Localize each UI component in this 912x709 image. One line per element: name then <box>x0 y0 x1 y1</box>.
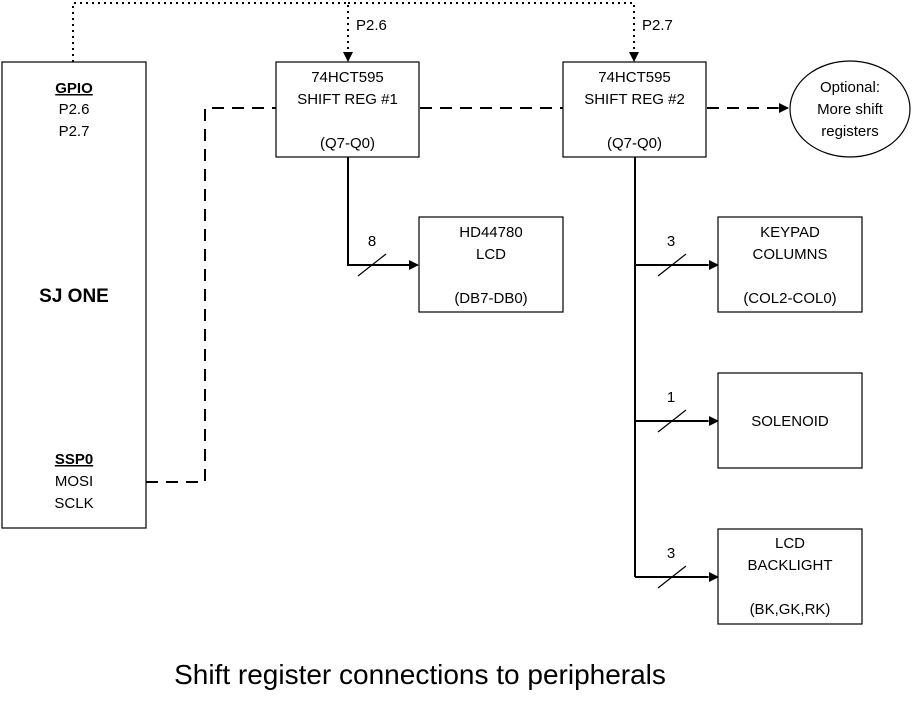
keypad-block: KEYPAD COLUMNS (COL2-COL0) <box>717 216 863 313</box>
shift-reg-2-title: SHIFT REG #2 <box>584 91 685 108</box>
signal-label-p26: P2.6 <box>356 17 387 34</box>
solenoid-bus-width: 1 <box>667 389 675 406</box>
board-name: SJ ONE <box>39 286 109 307</box>
lcd-pins: (DB7-DB0) <box>454 290 527 307</box>
backlight-bus-width: 3 <box>667 545 675 562</box>
ssp-pin-sclk: SCLK <box>54 495 93 512</box>
gpio-pin-p27: P2.7 <box>59 123 90 140</box>
backlight-title-1: LCD <box>775 535 805 552</box>
backlight-bus-slash <box>657 565 687 589</box>
optional-line-2: More shift <box>817 101 884 118</box>
solenoid-block: SOLENOID <box>717 372 863 469</box>
keypad-pins: (COL2-COL0) <box>743 290 836 307</box>
optional-line-3: registers <box>821 123 879 140</box>
solenoid-bus-slash <box>657 409 687 433</box>
keypad-bus-slash <box>657 253 687 277</box>
optional-shift-registers: Optional: More shift registers <box>789 60 911 158</box>
ssp-pin-mosi: MOSI <box>55 473 93 490</box>
backlight-title-2: BACKLIGHT <box>747 557 832 574</box>
shift-register-2: 74HCT595 SHIFT REG #2 (Q7-Q0) <box>562 61 707 158</box>
solenoid-label: SOLENOID <box>751 413 829 430</box>
lcd-bus-width: 8 <box>368 233 376 250</box>
shift-reg-1-title: SHIFT REG #1 <box>297 91 398 108</box>
backlight-block: LCD BACKLIGHT (BK,GK,RK) <box>717 528 863 625</box>
backlight-pins: (BK,GK,RK) <box>750 601 831 618</box>
keypad-title-1: KEYPAD <box>760 224 820 241</box>
gpio-header: GPIO <box>55 80 93 97</box>
lcd-part: HD44780 <box>459 224 522 241</box>
lcd-title: LCD <box>476 246 506 263</box>
gpio-p27-line <box>348 2 635 54</box>
shift-register-1: 74HCT595 SHIFT REG #1 (Q7-Q0) <box>275 61 420 158</box>
optional-line-1: Optional: <box>820 79 880 96</box>
lcd-block: HD44780 LCD (DB7-DB0) <box>418 216 564 313</box>
spi-line <box>146 107 276 483</box>
keypad-bus-width: 3 <box>667 233 675 250</box>
gpio-pin-p26: P2.6 <box>59 101 90 118</box>
ssp-header: SSP0 <box>55 451 93 468</box>
shift-reg-1-outputs: (Q7-Q0) <box>320 135 375 152</box>
lcd-bus-slash <box>357 253 387 277</box>
sj-one-board: GPIO P2.6 P2.7 SJ ONE SSP0 MOSI SCLK <box>1 61 147 529</box>
gpio-p26-line <box>72 2 349 62</box>
lcd-bus <box>347 157 410 266</box>
shift-reg-1-part: 74HCT595 <box>311 69 384 86</box>
shift-reg-2-outputs: (Q7-Q0) <box>607 135 662 152</box>
shift-reg-2-part: 74HCT595 <box>598 69 671 86</box>
keypad-title-2: COLUMNS <box>752 246 827 263</box>
diagram-caption: Shift register connections to peripheral… <box>174 659 666 690</box>
signal-label-p27: P2.7 <box>642 17 673 34</box>
